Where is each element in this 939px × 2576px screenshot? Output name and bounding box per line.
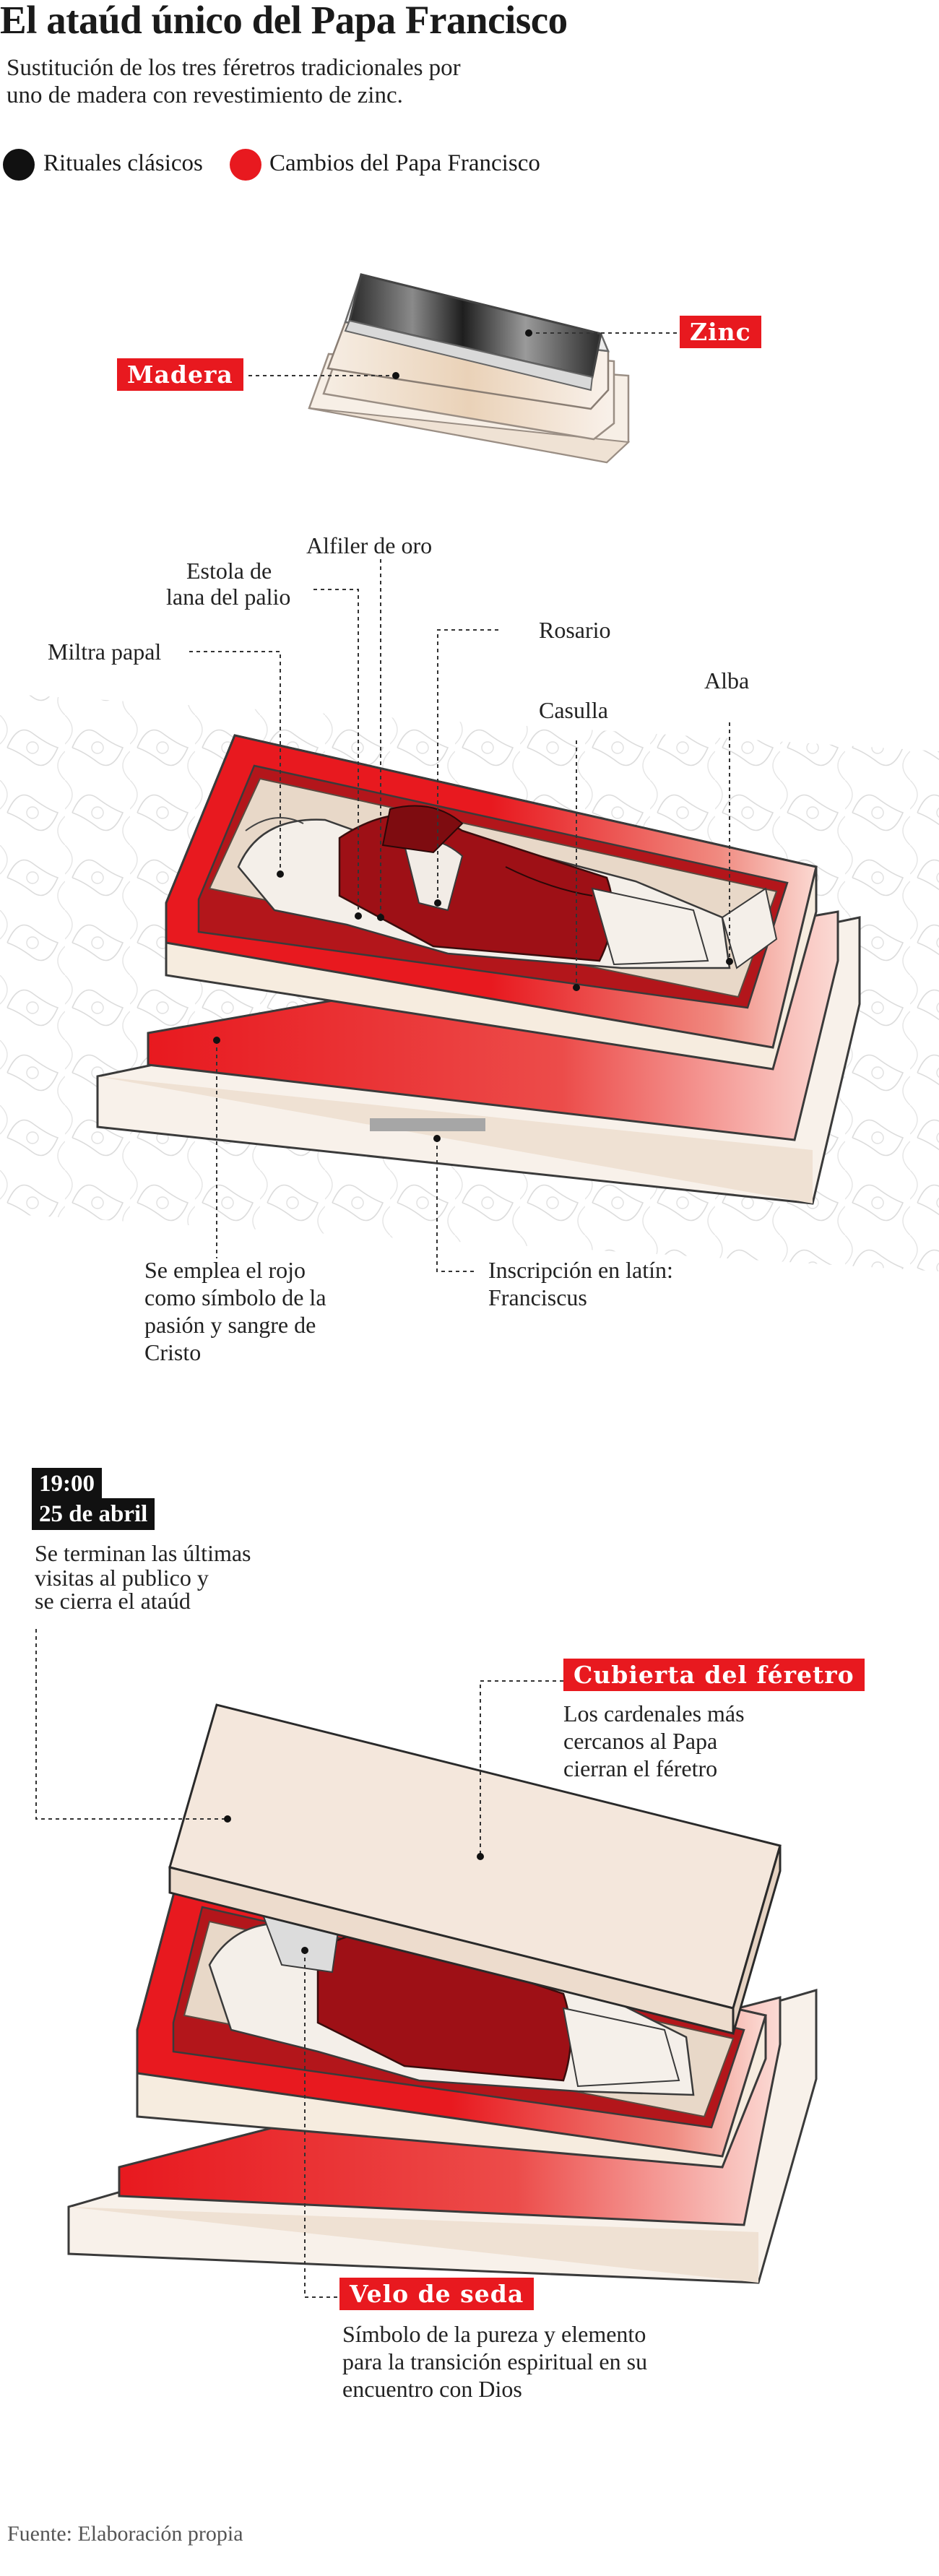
- cubierta-tag: Cubierta del féretro: [563, 1659, 865, 1691]
- label-rosario: Rosario: [539, 617, 611, 643]
- page-title: El ataúd único del Papa Francisco: [0, 0, 568, 42]
- velo-tag: Velo de seda: [339, 2278, 535, 2310]
- label-rojo-3: pasión y sangre de: [144, 1312, 316, 1338]
- label-inscripcion-2: Franciscus: [488, 1284, 587, 1310]
- source-note: Fuente: Elaboración propia: [7, 2522, 243, 2546]
- velo-desc-2: para la transición espiritual en su: [342, 2348, 648, 2374]
- date-tag: 25 de abril: [32, 1498, 155, 1530]
- label-casulla: Casulla: [539, 697, 608, 723]
- cubierta-desc-3: cierran el féretro: [563, 1755, 718, 1781]
- label-inscripcion-1: Inscripción en latín:: [488, 1257, 673, 1283]
- velo-desc-3: encuentro con Dios: [342, 2376, 522, 2402]
- open-coffin-illustration: [0, 693, 939, 1271]
- zinc-tag: Zinc: [680, 316, 761, 348]
- label-estola-2: lana del palio: [166, 584, 291, 610]
- cubierta-desc-2: cercanos al Papa: [563, 1728, 718, 1754]
- velo-desc-1: Símbolo de la pureza y elemento: [342, 2321, 646, 2347]
- subtitle-line-2: uno de madera con revestimiento de zinc.: [7, 82, 403, 108]
- label-rojo-4: Cristo: [144, 1339, 202, 1365]
- closing-desc-1: Se terminan las últimas: [35, 1540, 251, 1566]
- cubierta-desc-1: Los cardenales más: [563, 1700, 745, 1726]
- time-tag: 19:00: [32, 1468, 102, 1500]
- label-rojo-1: Se emplea el rojo: [144, 1257, 306, 1283]
- wood-zinc-box-illustration: [308, 273, 631, 464]
- label-rojo-2: como símbolo de la: [144, 1284, 326, 1310]
- legend-label-rituales: Rituales clásicos: [43, 150, 203, 176]
- closing-coffin-illustration: [67, 1703, 818, 2284]
- legend-dot-black: [3, 149, 35, 181]
- subtitle-line-1: Sustitución de los tres féretros tradici…: [7, 55, 461, 81]
- label-estola-1: Estola de: [186, 558, 272, 584]
- legend-dot-red: [230, 149, 261, 181]
- closing-desc-2: visitas al publico y: [35, 1565, 209, 1591]
- madera-tag: Madera: [117, 358, 243, 391]
- legend-label-cambios: Cambios del Papa Francisco: [269, 150, 540, 176]
- label-alba: Alba: [704, 667, 750, 693]
- label-alfiler: Alfiler de oro: [306, 532, 433, 558]
- closing-desc-3: se cierra el ataúd: [35, 1588, 191, 1614]
- label-mitra: Miltra papal: [48, 639, 162, 665]
